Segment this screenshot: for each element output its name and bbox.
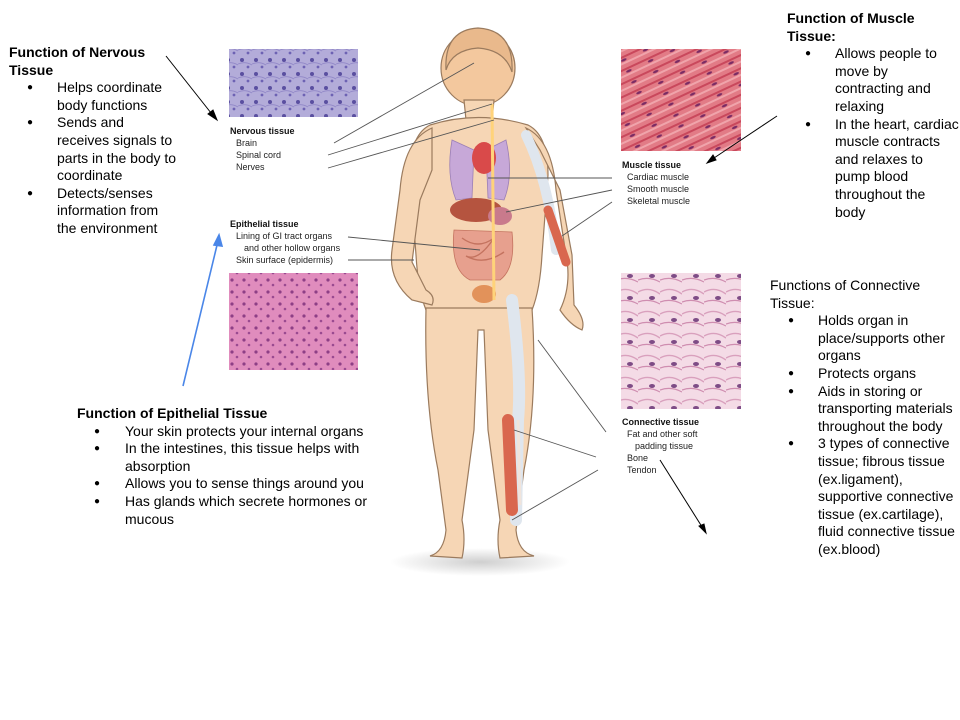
list-item: 3 types of connective tissue; fibrous ti… [770, 435, 957, 558]
fig-muscle-label-cardiac: Cardiac muscle [627, 171, 689, 183]
list-item: Detects/senses information from the envi… [9, 185, 179, 238]
nervous-function-list: Helps coordinate body functions Sends an… [9, 79, 179, 237]
list-item: In the intestines, this tissue helps wit… [77, 440, 387, 475]
muscle-tissue-micrograph [621, 49, 741, 151]
list-item: In the heart, cardiac muscle contracts a… [787, 116, 959, 222]
epithelial-function-list: Your skin protects your internal organs … [77, 423, 387, 529]
epithelial-tissue-micrograph [229, 273, 358, 370]
connective-tissue-micrograph [621, 273, 741, 409]
connective-function-title: Functions of Connective Tissue: [770, 277, 957, 312]
fig-muscle-title: Muscle tissue [622, 159, 681, 171]
fig-connective-title: Connective tissue [622, 416, 699, 428]
muscle-function-box: Function of Muscle Tissue: Allows people… [787, 10, 959, 221]
fig-muscle-label-smooth: Smooth muscle [627, 183, 689, 195]
fig-connective-label-padding: padding tissue [635, 440, 693, 452]
muscle-function-list: Allows people to move by contracting and… [787, 45, 959, 221]
nervous-function-box: Function of Nervous Tissue Helps coordin… [9, 44, 179, 238]
fig-connective-label-fat: Fat and other soft [627, 428, 698, 440]
list-item: Allows you to sense things around you [77, 475, 387, 493]
fig-nervous-title: Nervous tissue [230, 125, 295, 137]
fig-nervous-label-spinal-cord: Spinal cord [236, 149, 281, 161]
nervous-tissue-micrograph [229, 49, 358, 117]
fig-epithelial-title: Epithelial tissue [230, 218, 299, 230]
fig-connective-label-tendon: Tendon [627, 464, 657, 476]
epithelial-function-box: Function of Epithelial Tissue Your skin … [77, 405, 387, 528]
fig-nervous-label-brain: Brain [236, 137, 257, 149]
epithelial-function-title: Function of Epithelial Tissue [77, 405, 387, 423]
list-item: Holds organ in place/supports other orga… [770, 312, 957, 365]
list-item: Aids in storing or transporting material… [770, 383, 957, 436]
nervous-function-title: Function of Nervous Tissue [9, 44, 179, 79]
list-item: Has glands which secrete hormones or muc… [77, 493, 387, 528]
fig-connective-label-bone: Bone [627, 452, 648, 464]
fig-epithelial-label-hollow: and other hollow organs [244, 242, 340, 254]
list-item: Your skin protects your internal organs [77, 423, 387, 441]
list-item: Protects organs [770, 365, 957, 383]
muscle-function-title: Function of Muscle Tissue: [787, 10, 959, 45]
list-item: Sends and receives signals to parts in t… [9, 114, 179, 184]
connective-function-list: Holds organ in place/supports other orga… [770, 312, 957, 558]
fig-nervous-label-nerves: Nerves [236, 161, 265, 173]
connective-function-box: Functions of Connective Tissue: Holds or… [770, 277, 957, 559]
fig-muscle-label-skeletal: Skeletal muscle [627, 195, 690, 207]
fig-epithelial-label-lining: Lining of GI tract organs [236, 230, 332, 242]
list-item: Allows people to move by contracting and… [787, 45, 959, 115]
list-item: Helps coordinate body functions [9, 79, 179, 114]
fig-epithelial-label-skin: Skin surface (epidermis) [236, 254, 333, 266]
